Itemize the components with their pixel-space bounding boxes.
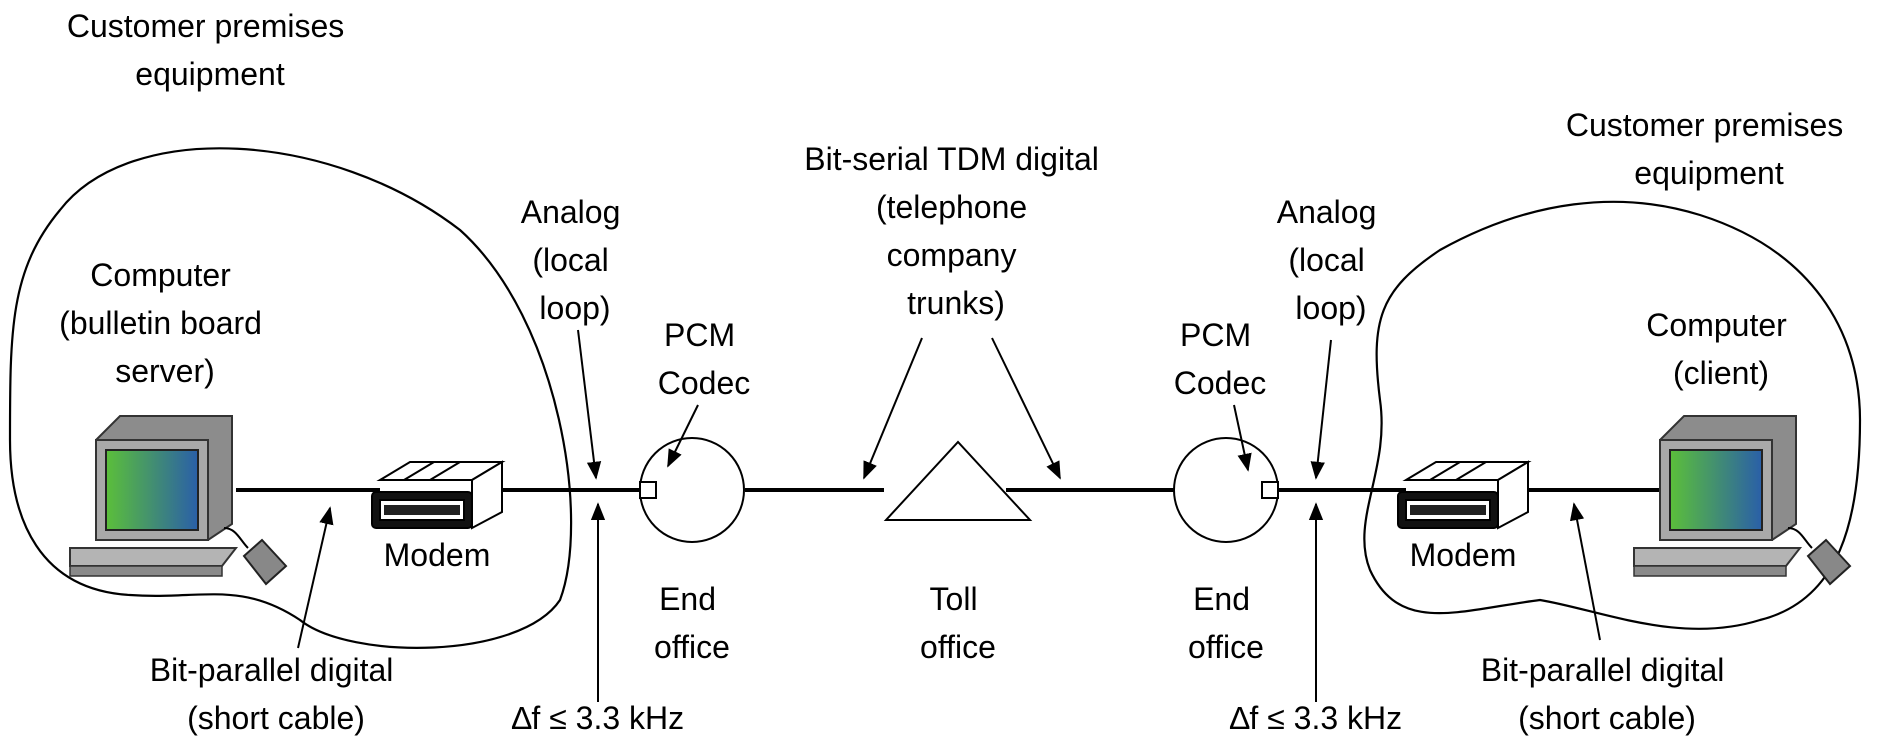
arrow-analog-right	[1310, 339, 1332, 480]
customer-premises-left-boundary	[8, 147, 573, 649]
modem-right-label: Modem	[1410, 537, 1517, 573]
bit-parallel-left-label: Bit-parallel digital (short cable)	[150, 652, 403, 736]
toll-triangle	[883, 440, 1033, 521]
end-office-left-label: End office	[654, 581, 730, 665]
arrow-tdm-right	[991, 337, 1061, 480]
arrow-bitpar-left	[297, 506, 334, 649]
bandwidth-right-label: ∆f ≤ 3.3 kHz	[1230, 700, 1402, 736]
computer-left-label: Computer (bulletin board server)	[59, 257, 271, 389]
mouse-icon	[242, 538, 288, 586]
bit-parallel-right-label: Bit-parallel digital (short cable)	[1481, 652, 1734, 736]
codec-circle	[1173, 437, 1279, 543]
arrow-tdm-left	[863, 337, 923, 480]
end-office-right-label: End office	[1188, 581, 1264, 665]
codec-circle	[639, 437, 745, 543]
computer-icon	[69, 415, 249, 577]
cpe-right-label: Customer premises equipment	[1566, 107, 1852, 191]
pcm-codec-right-label: PCM Codec	[1174, 317, 1267, 401]
modem-icon	[371, 460, 506, 530]
computer-right-label: Computer (client)	[1646, 307, 1795, 391]
arrow-pcm-right	[1233, 404, 1252, 472]
bandwidth-left-label: ∆f ≤ 3.3 kHz	[512, 700, 684, 736]
customer-premises-right-boundary	[1363, 200, 1862, 630]
analog-left-label: Analog (local loop)	[521, 194, 630, 326]
toll-office-label: Toll office	[920, 581, 996, 665]
modem-left-label: Modem	[384, 537, 491, 573]
computer-icon	[1633, 415, 1813, 577]
arrow-bitpar-right	[1569, 502, 1601, 641]
tdm-label: Bit-serial TDM digital (telephone compan…	[804, 141, 1107, 321]
mouse-icon	[1806, 538, 1852, 586]
pcm-codec-left-label: PCM Codec	[658, 317, 751, 401]
modem-icon	[1397, 460, 1532, 530]
arrow-pcm-left	[667, 404, 699, 468]
arrow-analog-left	[577, 329, 602, 480]
analog-right-label: Analog (local loop)	[1277, 194, 1386, 326]
cpe-left-label: Customer premises equipment	[67, 8, 353, 92]
